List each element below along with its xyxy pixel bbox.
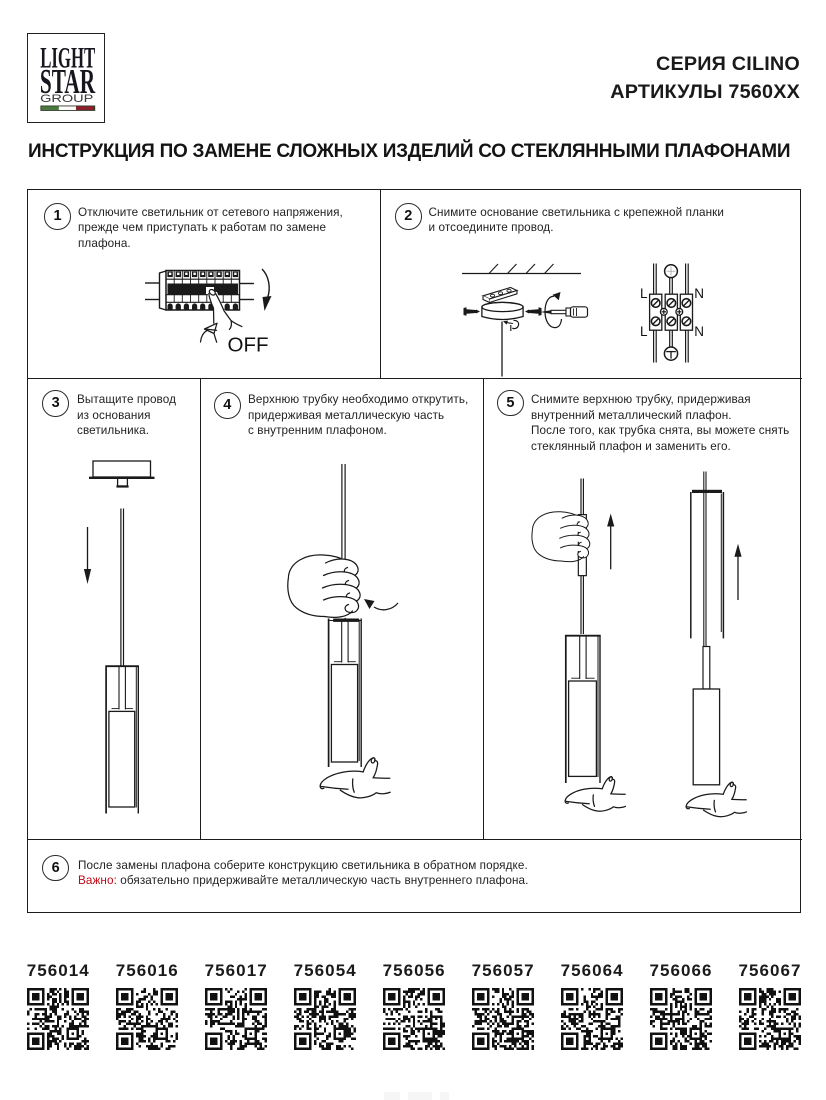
svg-text:N: N	[694, 286, 704, 301]
svg-text:L: L	[640, 324, 648, 339]
svg-text:STAR: STAR	[39, 61, 95, 100]
svg-text:N: N	[694, 324, 704, 339]
svg-text:L: L	[640, 286, 648, 301]
svg-text:GROUP: GROUP	[40, 92, 93, 104]
svg-text:OFF: OFF	[228, 334, 269, 357]
svg-text:LIGHT: LIGHT	[40, 42, 95, 74]
